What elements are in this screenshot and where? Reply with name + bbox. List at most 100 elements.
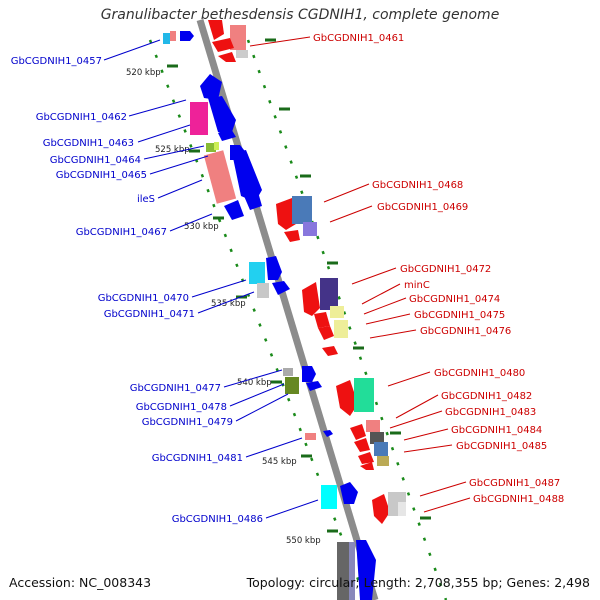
gene-label[interactable]: GbCGDNIH1_0486 xyxy=(172,514,263,525)
gene-label[interactable]: GbCGDNIH1_0485 xyxy=(456,441,547,452)
gene-box[interactable] xyxy=(354,378,374,412)
gene-label[interactable]: GbCGDNIH1_0462 xyxy=(36,112,127,123)
gene-arrow[interactable] xyxy=(356,540,376,600)
gene-label[interactable]: GbCGDNIH1_0474 xyxy=(409,294,500,305)
gene-label[interactable]: GbCGDNIH1_0475 xyxy=(414,310,505,321)
gene-box[interactable] xyxy=(283,368,293,376)
gene-arrow[interactable] xyxy=(200,74,222,100)
gene-box[interactable] xyxy=(305,433,316,440)
gene-arrow[interactable] xyxy=(350,424,366,440)
gene-label[interactable]: GbCGDNIH1_0477 xyxy=(130,383,221,394)
tick-label: 550 kbp xyxy=(286,536,321,546)
gene-box[interactable] xyxy=(214,142,219,150)
gene-box[interactable] xyxy=(337,542,349,600)
gene-box[interactable] xyxy=(366,420,380,432)
genome-summary: Topology: circular; Length: 2,708,355 bp… xyxy=(246,575,590,590)
gene-box[interactable] xyxy=(163,33,170,44)
tick-label: 530 kbp xyxy=(184,222,219,232)
gene-box[interactable] xyxy=(170,31,176,41)
left-gene-labels: GbCGDNIH1_0457 GbCGDNIH1_0462 GbCGDNIH1_… xyxy=(11,56,263,525)
gene-label[interactable]: GbCGDNIH1_0488 xyxy=(473,494,564,505)
gene-box[interactable] xyxy=(374,442,388,456)
gene-label[interactable]: GbCGDNIH1_0461 xyxy=(313,33,404,44)
gene-arrow[interactable] xyxy=(322,346,338,356)
gene-arrow[interactable] xyxy=(208,96,236,132)
gene-label[interactable]: GbCGDNIH1_0468 xyxy=(372,180,463,191)
gene-arrow[interactable] xyxy=(232,150,262,202)
gene-arrow[interactable] xyxy=(218,52,236,62)
gene-label[interactable]: GbCGDNIH1_0482 xyxy=(441,391,532,402)
gene-label[interactable]: GbCGDNIH1_0479 xyxy=(142,417,233,428)
gene-arrow[interactable] xyxy=(302,282,320,316)
gene-arrow[interactable] xyxy=(358,452,374,464)
right-gene-labels: GbCGDNIH1_0461 GbCGDNIH1_0468 GbCGDNIH1_… xyxy=(313,33,564,505)
gene-label[interactable]: GbCGDNIH1_0481 xyxy=(152,453,243,464)
gene-arrow[interactable] xyxy=(276,198,296,230)
gene-arrow[interactable] xyxy=(212,38,234,52)
reverse-genes xyxy=(208,20,406,524)
gene-box[interactable] xyxy=(398,502,406,516)
gene-box[interactable] xyxy=(334,320,348,338)
gene-label[interactable]: GbCGDNIH1_0487 xyxy=(469,478,560,489)
gene-label[interactable]: GbCGDNIH1_0484 xyxy=(451,425,542,436)
gene-label[interactable]: GbCGDNIH1_0471 xyxy=(104,309,195,320)
gene-arrow[interactable] xyxy=(306,381,322,391)
gene-box[interactable] xyxy=(320,278,338,310)
gene-label[interactable]: GbCGDNIH1_0469 xyxy=(377,202,468,213)
gene-arrow[interactable] xyxy=(360,462,374,470)
gene-box[interactable] xyxy=(190,102,208,135)
gene-box[interactable] xyxy=(285,377,299,394)
gene-arrow[interactable] xyxy=(372,494,390,524)
gene-arrow[interactable] xyxy=(284,230,300,242)
gene-arrow[interactable] xyxy=(318,326,334,340)
gene-label[interactable]: GbCGDNIH1_0464 xyxy=(50,155,141,166)
gene-arrow[interactable] xyxy=(272,281,290,295)
gene-label[interactable]: GbCGDNIH1_0463 xyxy=(43,138,134,149)
gene-box[interactable] xyxy=(230,25,246,50)
gene-label[interactable]: GbCGDNIH1_0472 xyxy=(400,264,491,275)
gene-label[interactable]: GbCGDNIH1_0478 xyxy=(136,402,227,413)
gene-box[interactable] xyxy=(370,432,384,444)
gene-arrow[interactable] xyxy=(340,482,358,504)
gene-box[interactable] xyxy=(206,143,216,152)
dotted-guides xyxy=(148,39,448,600)
gene-arrow[interactable] xyxy=(218,127,236,141)
gene-box[interactable] xyxy=(349,542,355,600)
gene-label[interactable]: ileS xyxy=(137,194,155,205)
forward-genes xyxy=(163,31,376,600)
gene-arrow[interactable] xyxy=(224,200,244,220)
gene-arrow[interactable] xyxy=(244,192,262,210)
gene-box[interactable] xyxy=(330,306,344,318)
tick-label: 520 kbp xyxy=(126,68,161,78)
gene-arrow[interactable] xyxy=(354,438,370,452)
gene-box[interactable] xyxy=(257,283,269,298)
gene-box[interactable] xyxy=(303,222,317,236)
gene-label[interactable]: GbCGDNIH1_0465 xyxy=(56,170,147,181)
gene-label[interactable]: minC xyxy=(404,280,430,291)
gene-label[interactable]: GbCGDNIH1_0483 xyxy=(445,407,536,418)
gene-arrow[interactable] xyxy=(314,312,330,328)
gene-arrow[interactable] xyxy=(180,31,194,41)
gene-arrow[interactable] xyxy=(302,366,316,382)
gene-box[interactable] xyxy=(292,196,312,224)
gene-arrow[interactable] xyxy=(336,380,358,416)
gene-box[interactable] xyxy=(236,50,248,58)
gene-box[interactable] xyxy=(203,150,237,204)
tick-label: 535 kbp xyxy=(211,299,246,309)
gene-box[interactable] xyxy=(249,262,265,284)
map-title: Granulibacter bethesdensis CGDNIH1, comp… xyxy=(100,7,500,23)
gene-label[interactable]: GbCGDNIH1_0480 xyxy=(434,368,525,379)
left-leader-lines xyxy=(103,39,319,519)
gene-label[interactable]: GbCGDNIH1_0470 xyxy=(98,293,189,304)
accession-label: Accession: NC_008343 xyxy=(9,575,152,590)
gene-label[interactable]: GbCGDNIH1_0476 xyxy=(420,326,511,337)
gene-arrow[interactable] xyxy=(208,20,224,40)
gene-label[interactable]: GbCGDNIH1_0457 xyxy=(11,56,102,67)
gene-arrow[interactable] xyxy=(323,430,333,437)
gene-box[interactable] xyxy=(377,456,389,466)
gene-arrow[interactable] xyxy=(266,256,282,280)
gene-label[interactable]: GbCGDNIH1_0467 xyxy=(76,227,167,238)
gene-box[interactable] xyxy=(321,485,337,509)
